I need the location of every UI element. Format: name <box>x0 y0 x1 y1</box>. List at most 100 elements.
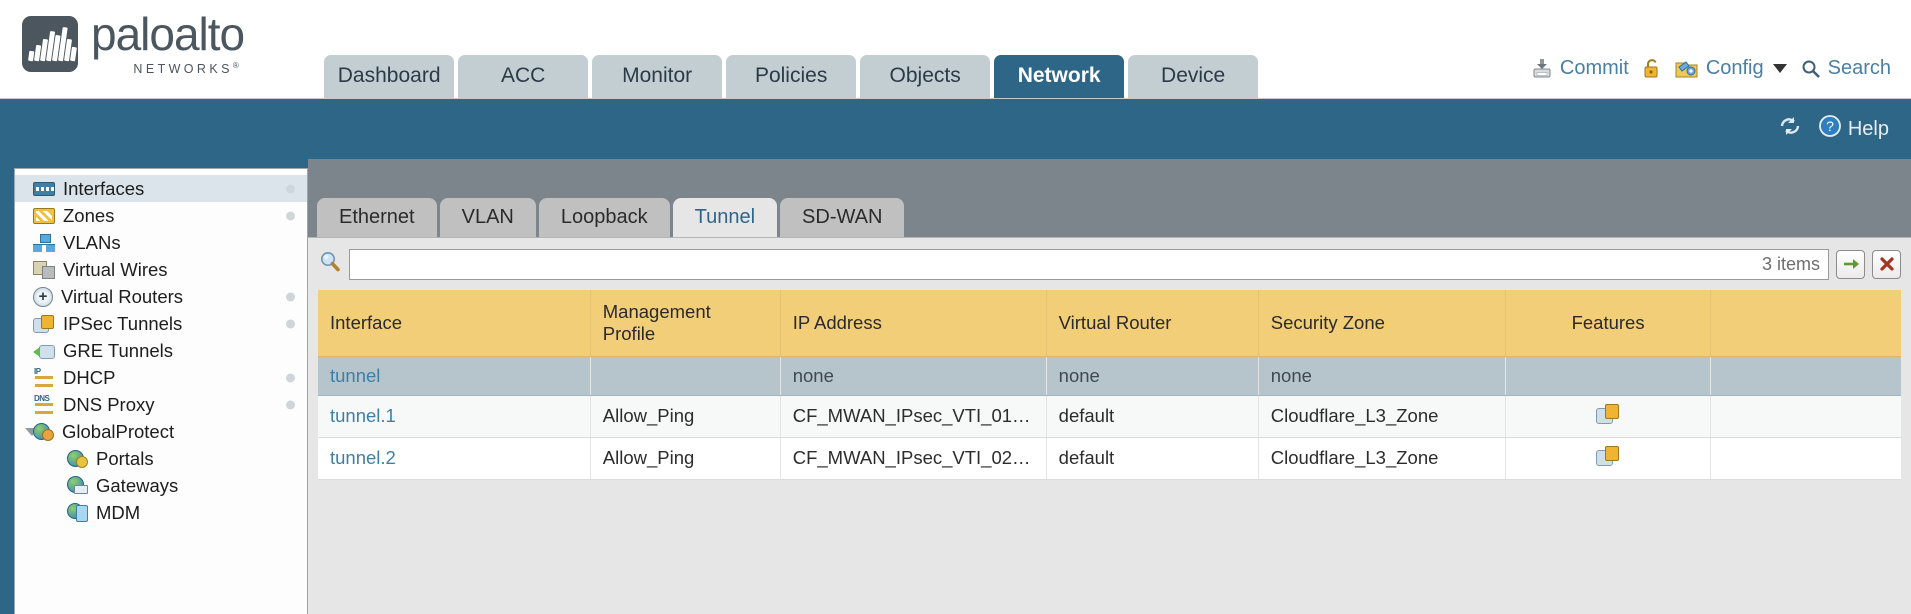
nav-tab-network[interactable]: Network <box>994 55 1125 98</box>
expander-triangle-icon[interactable] <box>25 427 39 436</box>
config-icon <box>1675 58 1699 80</box>
brand-sub-text: NETWORKS <box>133 62 233 77</box>
registered-mark: ® <box>232 61 243 71</box>
items-count: 3 items <box>1761 253 1820 274</box>
paloalto-logo-mark <box>22 15 78 72</box>
search-button[interactable]: Search <box>1801 57 1891 80</box>
sidebar-item-label: DNS Proxy <box>63 393 155 415</box>
sidebar-item-virtual-wires[interactable]: Virtual Wires <box>15 256 307 283</box>
nav-tab-dashboard[interactable]: Dashboard <box>324 55 455 98</box>
tab-vlan[interactable]: VLAN <box>439 198 536 237</box>
nav-tab-label: Policies <box>754 64 828 87</box>
interface-link[interactable]: tunnel <box>330 364 381 386</box>
nav-tab-objects[interactable]: Objects <box>860 55 991 98</box>
cell-security-zone: none <box>1258 356 1506 396</box>
help-icon: ? <box>1818 114 1842 144</box>
refresh-icon <box>1778 115 1802 143</box>
nav-tab-acc[interactable]: ACC <box>458 55 589 98</box>
sidebar-item-globalprotect[interactable]: GlobalProtect <box>15 418 307 445</box>
gateways-icon <box>67 476 88 495</box>
sidebar-item-label: VLANs <box>63 231 121 253</box>
search-label: Search <box>1827 57 1891 79</box>
cell-virtual-router: none <box>1046 356 1259 396</box>
commit-icon <box>1531 58 1553 80</box>
tab-tunnel[interactable]: Tunnel <box>672 198 778 237</box>
cell-management-profile: Allow_Ping <box>590 437 781 480</box>
commit-button[interactable]: Commit <box>1531 57 1629 80</box>
sidebar-item-label: Interfaces <box>63 177 145 199</box>
column-header-security-zone[interactable]: Security Zone <box>1258 290 1506 357</box>
refresh-button[interactable] <box>1778 115 1802 143</box>
sidebar-item-label: DHCP <box>63 366 116 388</box>
sidebar-item-label: GlobalProtect <box>62 420 175 442</box>
cell-ip-address: CF_MWAN_IPsec_VTI_01_... <box>780 395 1047 438</box>
sidebar-item-label: Virtual Routers <box>61 285 184 307</box>
brand-logo: paloalto NETWORKS® <box>0 11 245 98</box>
cell-features <box>1505 437 1712 480</box>
tab-label: VLAN <box>461 206 514 228</box>
portals-icon <box>67 449 88 468</box>
cell-interface: tunnel.2 <box>318 437 591 480</box>
tab-label: SD-WAN <box>802 206 883 228</box>
nav-tab-device[interactable]: Device <box>1128 55 1259 98</box>
sidebar-item-status-dot <box>286 184 295 193</box>
filter-bar: 3 items <box>318 247 1901 281</box>
sidebar-item-status-dot <box>286 211 295 220</box>
zones-icon <box>33 207 55 224</box>
sidebar-item-mdm[interactable]: MDM <box>15 499 307 526</box>
nav-tab-label: ACC <box>500 64 546 87</box>
tab-sd-wan[interactable]: SD-WAN <box>780 198 905 237</box>
unlock-icon <box>1643 58 1661 80</box>
apply-filter-button[interactable] <box>1836 249 1865 279</box>
tab-ethernet[interactable]: Ethernet <box>317 198 437 237</box>
sidebar-item-virtual-routers[interactable]: Virtual Routers <box>15 283 307 310</box>
gre-tunnels-icon <box>33 342 55 360</box>
column-header-virtual-router[interactable]: Virtual Router <box>1046 290 1259 357</box>
virtual-wires-icon <box>33 260 55 279</box>
filter-input-wrap[interactable]: 3 items <box>349 248 1829 280</box>
tunnel-panel: 3 items <box>308 237 1911 614</box>
nav-tab-policies[interactable]: Policies <box>726 55 857 98</box>
clear-filter-button[interactable] <box>1872 249 1901 279</box>
cell-features <box>1505 356 1712 396</box>
nav-tab-monitor[interactable]: Monitor <box>592 55 723 98</box>
config-menu-button[interactable]: Config <box>1675 57 1787 80</box>
cell-spacer <box>1710 395 1901 438</box>
sidebar-item-zones[interactable]: Zones <box>15 202 307 229</box>
sidebar-item-label: Virtual Wires <box>63 258 168 280</box>
search-icon <box>1801 59 1821 79</box>
tab-loopback[interactable]: Loopback <box>538 198 670 237</box>
interface-link[interactable]: tunnel.1 <box>330 405 396 426</box>
sidebar-item-label: Gateways <box>96 474 179 496</box>
tab-label: Tunnel <box>694 206 756 228</box>
column-header-features[interactable]: Features <box>1505 290 1712 357</box>
sidebar-item-gateways[interactable]: Gateways <box>15 472 307 499</box>
sidebar-item-gre-tunnels[interactable]: GRE Tunnels <box>15 337 307 364</box>
ipsec-tunnel-icon <box>1596 403 1620 424</box>
sidebar-item-label: IPSec Tunnels <box>63 312 183 334</box>
tab-label: Ethernet <box>339 206 415 228</box>
interface-link[interactable]: tunnel.2 <box>330 447 396 468</box>
sidebar-item-interfaces[interactable]: Interfaces <box>15 175 307 202</box>
cell-security-zone: Cloudflare_L3_Zone <box>1258 437 1506 480</box>
sidebar-item-ipsec-tunnels[interactable]: IPSec Tunnels <box>15 310 307 337</box>
config-lock-button[interactable] <box>1643 58 1661 80</box>
column-header-interface[interactable]: Interface <box>318 290 591 357</box>
top-toolbar: Commit Config <box>1531 57 1911 98</box>
commit-label: Commit <box>1559 57 1629 79</box>
column-header-management-profile[interactable]: Management Profile <box>590 290 781 357</box>
column-header-ip-address[interactable]: IP Address <box>780 290 1047 357</box>
help-button[interactable]: ? Help <box>1818 114 1889 144</box>
filter-search-icon <box>318 250 342 279</box>
sidebar-item-portals[interactable]: Portals <box>15 445 307 472</box>
filter-input[interactable] <box>358 254 1754 274</box>
sidebar-item-vlans[interactable]: VLANs <box>15 229 307 256</box>
